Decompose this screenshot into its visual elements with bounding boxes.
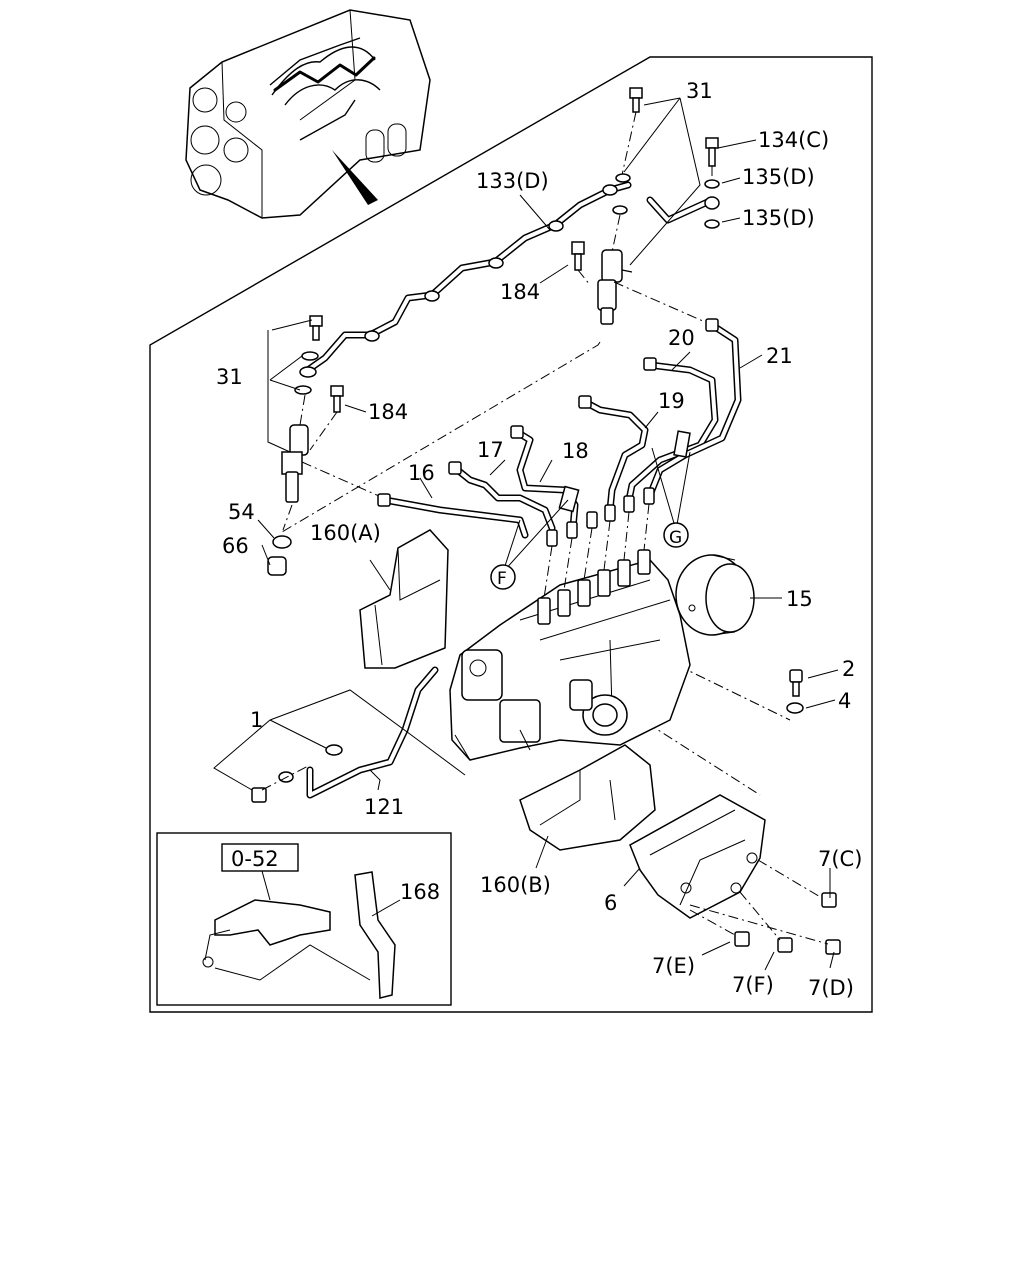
callout-135d-b: 135(D) (742, 206, 815, 230)
bolt-2 (789, 669, 803, 683)
injector-right (597, 249, 633, 325)
washer-135d-b (704, 219, 720, 229)
callout-184-top: 184 (500, 280, 540, 304)
diagram-frame (149, 56, 873, 1013)
callout-133d: 133(D) (476, 169, 549, 193)
cover-160a (359, 529, 449, 669)
callout-0-52: 0-52 (231, 847, 279, 871)
pipe-121 (251, 666, 439, 803)
thumbnail-pointer (332, 150, 378, 205)
fuel-pipes (377, 318, 742, 539)
washer-135d-a (704, 179, 720, 189)
callout-7f: 7(F) (732, 973, 774, 997)
callout-2: 2 (842, 657, 855, 681)
callout-7e: 7(E) (652, 954, 695, 978)
leader-lines (213, 97, 839, 971)
callout-31-top: 31 (686, 79, 713, 103)
callout-7c: 7(C) (818, 847, 862, 871)
bolts-7 (689, 859, 841, 955)
bolt-31-top (611, 87, 643, 253)
callout-18: 18 (562, 439, 589, 463)
callout-135d-a: 135(D) (742, 165, 815, 189)
callout-7d: 7(D) (808, 976, 854, 1000)
callout-184-left: 184 (368, 400, 408, 424)
washer-4 (786, 702, 804, 714)
callout-f-circle (490, 564, 516, 590)
callout-19: 19 (658, 389, 685, 413)
callout-134c: 134(C) (758, 128, 829, 152)
callout-160a: 160(A) (310, 521, 381, 545)
callout-31-left: 31 (216, 365, 243, 389)
callout-17: 17 (477, 438, 504, 462)
coupling-15 (675, 554, 755, 636)
cap-66 (267, 556, 287, 576)
callout-121: 121 (364, 795, 404, 819)
callout-1: 1 (250, 708, 263, 732)
callout-g-circle (663, 522, 689, 548)
bolt-134c (705, 137, 719, 178)
inset-detail-box (156, 832, 452, 1006)
callout-15: 15 (786, 587, 813, 611)
callout-4: 4 (838, 689, 851, 713)
cover-160b (519, 744, 656, 851)
callout-66: 66 (222, 534, 249, 558)
callout-g: G (669, 528, 682, 548)
callout-16: 16 (408, 461, 435, 485)
callout-20: 20 (668, 326, 695, 350)
washer-54 (272, 535, 292, 549)
engine-thumbnail (185, 9, 431, 219)
injection-pipe-133d (301, 181, 632, 376)
callout-6: 6 (604, 891, 617, 915)
callout-f: F (497, 569, 507, 589)
injector-left (267, 315, 344, 576)
callout-54: 54 (228, 500, 255, 524)
callout-21: 21 (766, 344, 793, 368)
callout-168: 168 (400, 880, 440, 904)
injection-pump (449, 487, 691, 761)
callout-160b: 160(B) (480, 873, 551, 897)
stud-184-top (571, 241, 591, 286)
